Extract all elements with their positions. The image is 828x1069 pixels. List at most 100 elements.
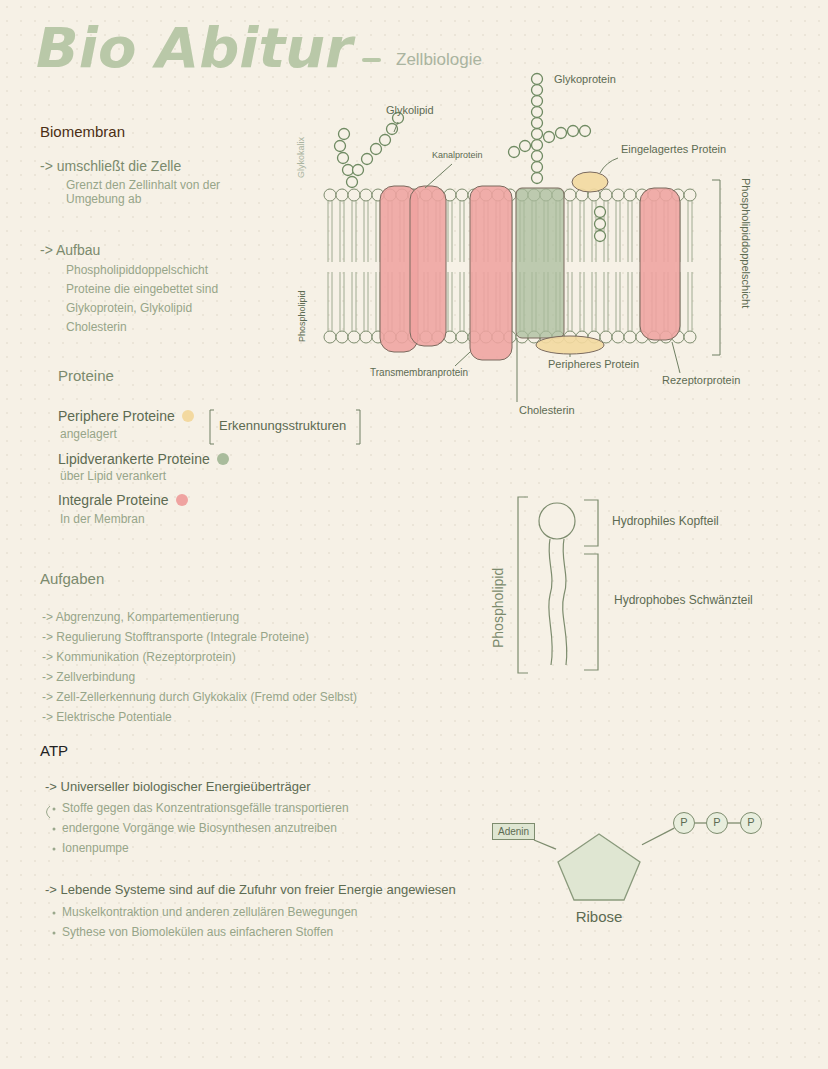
phosphate-circle: P	[673, 812, 695, 834]
line-stroke	[620, 201, 621, 262]
circle-stroke	[353, 165, 364, 176]
bullets	[47, 806, 56, 935]
circle-stroke	[532, 96, 543, 107]
circle-stroke	[580, 126, 591, 137]
note-text: Proteine	[58, 367, 114, 385]
note-text: Sythese von Biomolekülen aus einfacheren…	[62, 925, 333, 939]
note-text: Phospholipid	[490, 568, 507, 648]
legend-swatch	[176, 494, 188, 506]
line-stroke	[616, 272, 617, 331]
note-text: Erkennungsstrukturen	[219, 418, 346, 434]
line-stroke	[352, 201, 353, 262]
membrane-proteins	[380, 172, 680, 360]
circle-stroke	[532, 162, 543, 173]
line-stroke	[592, 201, 593, 262]
circle-stroke	[595, 231, 606, 242]
pentagon-outline	[558, 834, 640, 900]
line-stroke	[464, 201, 465, 262]
note-text: Glykokalix	[296, 137, 307, 178]
line-stroke	[328, 272, 329, 331]
circle-stroke	[336, 189, 348, 201]
line-stroke	[356, 201, 357, 262]
node-text: Ribose	[556, 908, 642, 925]
leader-lines	[210, 122, 720, 444]
line-stroke	[344, 272, 345, 331]
bond-line	[642, 828, 674, 845]
line-stroke	[628, 201, 629, 262]
line-stroke	[584, 201, 585, 262]
line-stroke	[580, 272, 581, 331]
circle-stroke	[532, 151, 543, 162]
line-stroke	[448, 201, 449, 262]
note-text: Phospholipiddoppelschicht	[66, 263, 208, 277]
note-text: endergone Vorgänge wie Biosynthesen anzu…	[62, 821, 337, 835]
note-text: -> Zell-Zellerkennung durch Glykokalix (…	[42, 690, 357, 704]
circle-stroke	[595, 219, 606, 230]
note-text: Glykoprotein, Glykolipid	[66, 301, 192, 315]
note-text: Phospholipid	[297, 290, 308, 342]
bond-stroke	[695, 822, 706, 823]
note-text: Aufgaben	[40, 570, 104, 588]
node-text: Adenin	[498, 826, 529, 837]
line-stroke	[340, 201, 341, 262]
circle-stroke	[338, 153, 349, 164]
circle-stroke	[371, 144, 382, 155]
phosphate-circle: P	[740, 812, 762, 834]
circle-stroke	[456, 331, 468, 343]
note-text: Glykolipid	[386, 104, 434, 117]
line-stroke	[368, 272, 369, 331]
circle-stroke	[348, 331, 360, 343]
ribose-pentagon: Ribose	[556, 832, 642, 902]
note-text: Proteine die eingebettet sind	[66, 282, 218, 296]
circle-stroke	[362, 154, 373, 165]
line-stroke	[688, 272, 689, 331]
bond-line	[534, 840, 556, 849]
line-stroke	[344, 201, 345, 262]
title-dash	[364, 58, 379, 62]
circle-stroke	[532, 173, 543, 184]
note-text: Stoffe gegen das Konzentrationsgefälle t…	[62, 801, 349, 815]
adenin-box: Adenin	[492, 823, 535, 840]
line-stroke	[332, 272, 333, 331]
line-stroke	[608, 272, 609, 331]
note-text: Phospholipiddoppelschicht	[739, 178, 752, 308]
note-text: Peripheres Protein	[548, 358, 639, 371]
line-stroke	[632, 201, 633, 262]
circle-stroke	[348, 189, 360, 201]
line-stroke	[616, 201, 617, 262]
line-stroke	[464, 272, 465, 331]
note-text: -> Universeller biologischer Energieüber…	[45, 779, 311, 795]
line-stroke	[368, 201, 369, 262]
circle-stroke	[612, 189, 624, 201]
circle-stroke	[532, 118, 543, 129]
note-text: Zellbiologie	[396, 50, 482, 70]
note-text: Transmembranprotein	[370, 367, 468, 379]
line-stroke	[452, 201, 453, 262]
page-title: Bio Abitur	[36, 14, 353, 81]
note-text: Eingelagertes Protein	[621, 143, 726, 156]
circle-stroke	[532, 107, 543, 118]
note-text: ATP	[40, 742, 68, 760]
circle-stroke	[624, 331, 636, 343]
note-text: über Lipid verankert	[60, 469, 166, 483]
note-text: Grenzt den Zellinhalt von der Umgebung a…	[66, 178, 241, 207]
circle-stroke	[339, 129, 350, 140]
circle-stroke	[347, 177, 358, 188]
circle-stroke	[532, 85, 543, 96]
note-text: -> Zellverbindung	[42, 670, 135, 684]
note-text: Biomembran	[40, 123, 125, 141]
circle-stroke	[380, 135, 391, 146]
line-stroke	[376, 201, 377, 262]
line-stroke	[340, 272, 341, 331]
circle-stroke	[556, 128, 567, 139]
line-stroke	[692, 272, 693, 331]
circle-stroke	[564, 189, 576, 201]
note-text: -> Kommunikation (Rezeptorprotein)	[42, 650, 236, 664]
circle-stroke	[532, 129, 543, 140]
line-stroke	[572, 272, 573, 331]
note-text: -> Aufbau	[40, 242, 100, 259]
circle-stroke	[684, 189, 696, 201]
circle-stroke	[387, 124, 398, 135]
note-text: angelagert	[60, 427, 117, 441]
bond-line	[695, 823, 706, 824]
